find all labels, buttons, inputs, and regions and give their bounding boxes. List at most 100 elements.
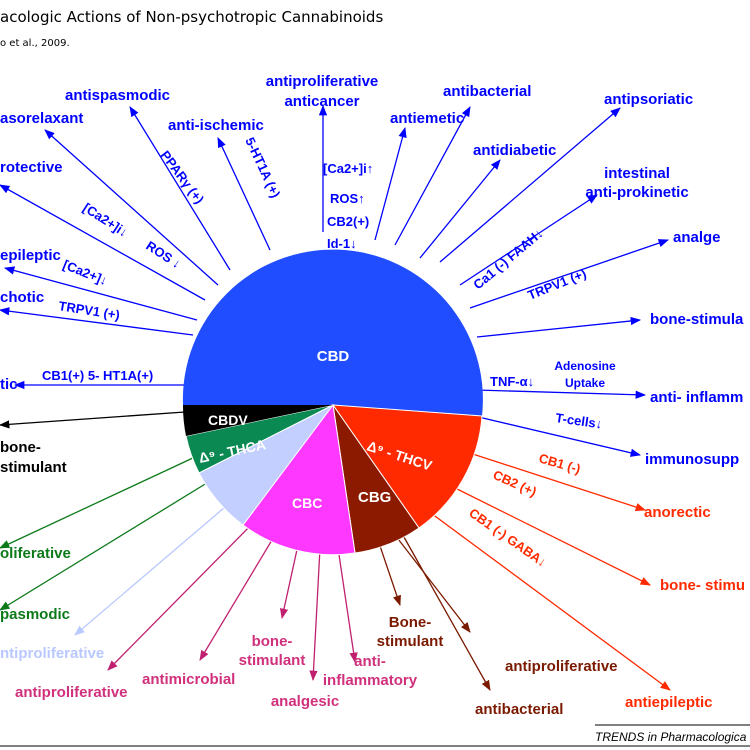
arrow-thcv-bone: [434, 477, 651, 586]
arrow-cbc-bone: [279, 544, 299, 620]
effect-immunosuppressive: immunosupp: [645, 451, 739, 468]
mech-cb1-thcv: CB1 (-): [537, 450, 582, 476]
effect-protective: rotective: [0, 159, 63, 176]
mech-5ht1a-top: 5-HT1A (+): [242, 135, 283, 200]
arrow-thcv-anorectic: [444, 444, 646, 512]
arrow-bone-stimulant: [476, 316, 642, 338]
effect-antiepileptic: epileptic: [0, 247, 61, 264]
mech-ca-faah: Ca1 (-) FAAH↓: [470, 226, 545, 293]
citation: o et al., 2009.: [0, 38, 70, 49]
effect-intestinal: intestinal: [604, 165, 670, 182]
effect-cbc-antimicrobial: antimicrobial: [142, 671, 235, 688]
arrow-cbg-antiproliferative: [394, 534, 471, 633]
mech-cb1-5ht1a: CB1(+) 5- HT1A(+): [42, 368, 153, 383]
arrow-protective: [0, 184, 206, 301]
segment-thca: [185, 404, 334, 474]
label-cbdv: CBDV: [208, 412, 248, 428]
segment-cbdv: [182, 405, 333, 436]
effect-antidiabetic: antidiabetic: [473, 142, 556, 159]
arrow-antiepileptic: [3, 266, 198, 321]
effect-cbc-anti: anti-: [354, 653, 386, 670]
effect-thca-proliferative: oliferative: [0, 545, 71, 562]
mech-trpv1-right: TRPV1 (+): [526, 266, 589, 303]
arrow-anti-inflammatory: [475, 389, 647, 399]
cannabinoid-pie: [182, 249, 483, 556]
mech-tnf: TNF-α↓: [490, 374, 534, 389]
arrow-anti-ischemic: [217, 137, 271, 251]
mech-ca-top: [Ca2+]i↑: [323, 161, 373, 176]
mech-id1: Id-1↓: [327, 236, 357, 251]
arrow-light-antiproliferative: [74, 489, 246, 636]
effect-thca-spasmodic: pasmodic: [0, 606, 70, 623]
mech-ros-top: ROS↑: [330, 191, 365, 206]
segment-cbd: [182, 249, 483, 416]
mech-ca-left2: [Ca2+]↓: [61, 257, 110, 288]
effect-anticancer: anticancer: [284, 93, 359, 110]
effect-antipsoriatic: antipsoriatic: [604, 91, 693, 108]
arrow-antibacterial: [394, 106, 471, 246]
label-cbd: CBD: [317, 348, 350, 365]
effect-cbg-stimulant: stimulant: [377, 633, 444, 650]
mech-ros-left: ROS ↓: [143, 238, 183, 271]
arrow-cbg-bone: [377, 539, 401, 606]
effect-anti-inflammatory: anti- inflamm: [650, 389, 743, 406]
mech-uptake: Uptake: [565, 376, 605, 390]
diagram-title: acologic Actions of Non-psychotropic Can…: [0, 8, 383, 26]
arrow-analgesic: [469, 239, 669, 309]
effect-cbg-antiproliferative: antiproliferative: [505, 658, 618, 675]
arrow-antipsoriatic: [439, 107, 621, 263]
effect-antiproliferative: antiproliferative: [266, 73, 379, 90]
arrow-cbc-analgesic: [309, 547, 321, 682]
effect-cbdv-bone: bone-: [0, 439, 41, 456]
arrow-cbg-antibacterial: [399, 529, 491, 691]
effect-antibacterial: antibacterial: [443, 83, 531, 100]
arrow-cbdv-bone: [0, 411, 186, 429]
segment-cbc: [242, 403, 356, 556]
arrow-thcv-antiepileptic: [419, 504, 671, 691]
effect-thcv-antiepileptic: antiepileptic: [625, 694, 713, 711]
effect-anxiolytic: tic: [0, 376, 18, 393]
arrow-antiemetic: [374, 126, 407, 241]
arrow-antipsychotic: [0, 307, 194, 336]
mech-adenosine: Adenosine: [554, 359, 616, 373]
cbd-effects: antispasmodic asorelaxant antiproliferat…: [0, 73, 744, 468]
arrow-antidiabetic: [419, 159, 501, 259]
thcv-effects: anorectic bone- stimu antiepileptic: [625, 504, 745, 711]
effect-cbg-bone: Bone-: [389, 614, 432, 631]
arrow-intestinal: [459, 194, 598, 286]
arrow-vasorelaxant: [44, 129, 219, 286]
effect-antispasmodic: antispasmodic: [65, 87, 170, 104]
effect-anti-ischemic: anti-ischemic: [168, 117, 264, 134]
effect-thcv-bone: bone- stimu: [660, 577, 745, 594]
arrow-thca-proliferative: [0, 449, 211, 549]
mech-cb2-top: CB2(+): [327, 214, 369, 229]
arrow-antispasmodic: [129, 106, 231, 271]
effect-analgesic: analge: [673, 229, 721, 246]
cbg-effects: Bone- stimulant antiproliferative antiba…: [377, 614, 618, 718]
effect-cbg-antibacterial: antibacterial: [475, 701, 563, 718]
effect-cbc-antiproliferative: antiproliferative: [15, 684, 128, 701]
effect-antipsychotic: chotic: [0, 289, 44, 306]
mech-cb2-thcv: CB2 (+): [491, 467, 539, 499]
arrow-cbc-antiproliferative: [107, 517, 259, 671]
label-cbc: CBC: [292, 495, 322, 511]
effect-cbc-inflammatory: inflammatory: [323, 672, 418, 689]
arrow-immunosuppressive: [469, 414, 642, 457]
cbc-effects: antiproliferative antimicrobial bone- st…: [15, 633, 418, 710]
arrow-cbc-antimicrobial: [199, 534, 276, 661]
effect-bone-stimulant: bone-stimula: [650, 311, 744, 328]
cbd-arrows: [0, 104, 669, 457]
mech-tcells: T-cells↓: [555, 410, 604, 431]
effect-cbc-analgesic: analgesic: [271, 693, 339, 710]
footer-credit: TRENDS in Pharmacologica: [595, 730, 747, 744]
arrow-cbc-antiinflammatory: [337, 547, 358, 664]
arrow-thca-spasmodic: [0, 469, 229, 611]
effect-anti-prokinetic: anti-prokinetic: [585, 184, 688, 201]
effect-cbc-bone: bone-: [252, 633, 293, 650]
effect-cbc-stimulant: stimulant: [239, 652, 306, 669]
effect-antiemetic: antiemetic: [390, 110, 464, 127]
effect-cbdv-stimulant: stimulant: [0, 459, 67, 476]
effect-thcv-anorectic: anorectic: [644, 504, 711, 521]
